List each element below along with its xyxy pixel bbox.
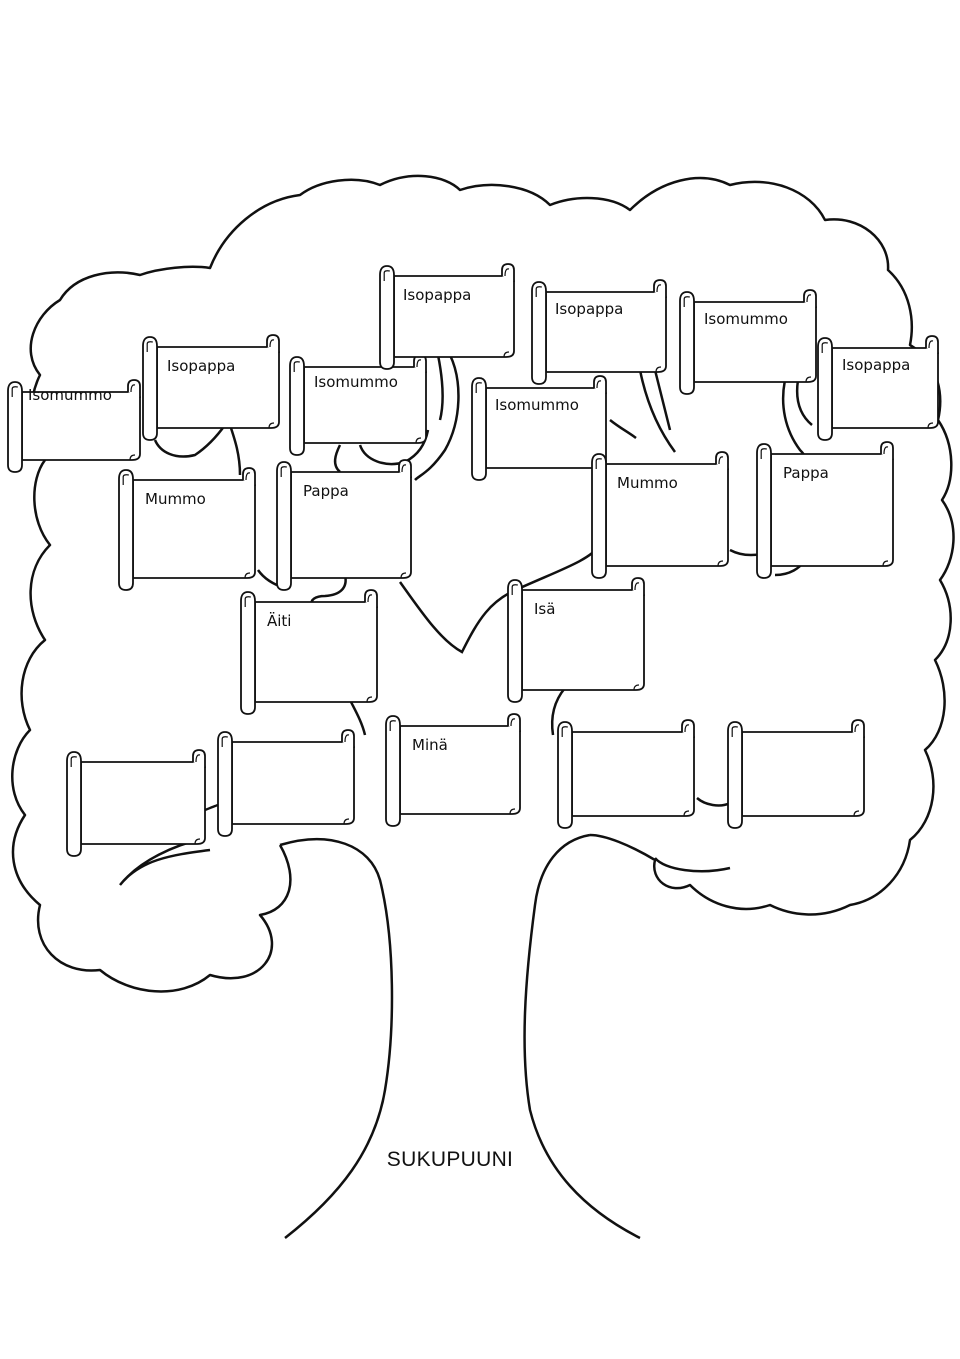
tree-trunk-left	[279, 837, 394, 1239]
label-isomummo-3: Isomummo	[495, 396, 579, 414]
scroll-banner-shape	[471, 375, 607, 481]
scroll-banner-shape	[7, 379, 141, 473]
branch-right-3	[653, 369, 672, 431]
branch-center-heart	[398, 544, 602, 654]
scroll-banner-shape	[557, 719, 695, 829]
scroll-banner-shape	[679, 289, 817, 395]
label-isomummo-4: Isomummo	[704, 310, 788, 328]
scroll-banner-shape	[727, 719, 865, 829]
scroll-banner-shape	[756, 441, 894, 579]
branch-top-center	[414, 354, 460, 481]
canopy-left-notch	[119, 836, 211, 886]
scroll-mummo-2: Mummo	[591, 451, 732, 579]
scroll-banner-shape	[817, 335, 939, 441]
canopy-right-notch	[654, 857, 731, 873]
scroll-aiti: Äiti	[240, 589, 381, 715]
tree-canopy-outline	[11, 174, 955, 993]
label-pappa-1: Pappa	[303, 482, 349, 500]
branch-center-left	[333, 444, 342, 473]
scroll-banner-shape	[118, 467, 256, 591]
branch-top-center-2	[436, 354, 444, 421]
worksheet-title: SUKUPUUNI	[386, 1148, 514, 1171]
label-isopappa-3: Isopappa	[555, 300, 624, 318]
tree-trunk-right	[523, 833, 641, 1240]
scroll-banner-shape	[385, 713, 521, 827]
scroll-banner-shape	[142, 334, 280, 441]
scroll-banner-shape	[217, 729, 355, 837]
scroll-isomummo-1: Isomummo	[7, 379, 144, 473]
label-isomummo-1: Isomummo	[28, 386, 112, 404]
scroll-banner-shape	[379, 263, 515, 370]
label-isa: Isä	[534, 600, 556, 618]
scroll-sibling-2	[217, 729, 358, 837]
label-mummo-1: Mummo	[145, 490, 206, 508]
scroll-sibling-3	[557, 719, 698, 829]
branch-far-right-2	[795, 379, 813, 426]
scroll-sibling-1	[66, 749, 209, 857]
scroll-isopappa-4: Isopappa	[817, 335, 942, 441]
scroll-pappa-2: Pappa	[756, 441, 897, 579]
scroll-banner-shape	[240, 589, 378, 715]
branch-left-upper	[153, 424, 227, 458]
scroll-isomummo-2: Isomummo	[289, 354, 430, 456]
scroll-mummo-1: Mummo	[118, 467, 259, 591]
branch-isa-down	[550, 687, 566, 736]
label-mina: Minä	[412, 736, 448, 754]
scroll-mina: Minä	[385, 713, 524, 827]
label-isopappa-4: Isopappa	[842, 356, 911, 374]
scroll-isopappa-1: Isopappa	[142, 334, 283, 441]
scroll-isomummo-4: Isomummo	[679, 289, 820, 395]
label-isomummo-2: Isomummo	[314, 373, 398, 391]
scroll-banner-shape	[276, 459, 412, 591]
scroll-pappa-1: Pappa	[276, 459, 415, 591]
branch-bottom-right	[696, 797, 731, 807]
scroll-sibling-4	[727, 719, 868, 829]
scroll-banner-shape	[507, 577, 645, 703]
branch-right-2	[609, 419, 637, 440]
scroll-banner-shape	[531, 279, 667, 385]
scroll-banner-shape	[591, 451, 729, 579]
scroll-isomummo-3: Isomummo	[471, 375, 610, 481]
scroll-banner-shape	[66, 749, 206, 857]
scroll-isopappa-3: Isopappa	[531, 279, 670, 385]
branch-right-1	[638, 369, 677, 453]
label-mummo-2: Mummo	[617, 474, 678, 492]
scroll-isopappa-2: Isopappa	[379, 263, 518, 370]
label-pappa-2: Pappa	[783, 464, 829, 482]
branch-left-low-2	[310, 574, 347, 606]
scroll-banner-shape	[289, 354, 427, 456]
scroll-isa: Isä	[507, 577, 648, 703]
label-aiti: Äiti	[267, 612, 292, 630]
label-isopappa-2: Isopappa	[403, 286, 472, 304]
label-isopappa-1: Isopappa	[167, 357, 236, 375]
